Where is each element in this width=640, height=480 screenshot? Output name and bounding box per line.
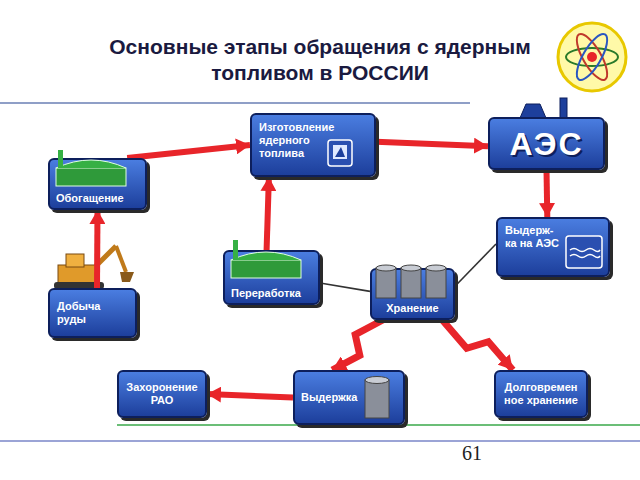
rule-line xyxy=(0,102,470,104)
box-label: Обогащение xyxy=(56,192,139,205)
flow-arrow xyxy=(207,394,293,398)
excavator-illustration xyxy=(54,246,134,289)
flow-arrow xyxy=(94,210,101,288)
process-box: Изготовление ядерного топлива xyxy=(250,113,376,177)
box-label: АЭС xyxy=(494,126,599,162)
flow-arrow xyxy=(127,145,250,158)
flow-arrow xyxy=(544,170,551,217)
flow-arrow xyxy=(267,177,269,250)
box-label: Долговремен ное хранение xyxy=(501,381,581,407)
process-box: Выдержка xyxy=(293,370,405,425)
box-label: Захоронение РАО xyxy=(124,381,200,407)
box-label: Выдерж- ка на АЭС xyxy=(505,224,560,250)
diagram-title: Основные этапы обращения с ядерным топли… xyxy=(90,34,550,86)
fuel-icon xyxy=(328,140,352,166)
flow-arrow xyxy=(320,283,370,291)
page-number: 61 xyxy=(462,442,482,465)
box-label: Хранение xyxy=(376,302,449,315)
process-box: Хранение xyxy=(370,268,455,320)
process-box: Добыча руды xyxy=(48,288,137,338)
box-label: Изготовление ядерного топлива xyxy=(259,121,338,160)
process-box: АЭС xyxy=(488,117,605,170)
process-box: Долговремен ное хранение xyxy=(494,370,588,418)
box-label: Выдержка xyxy=(301,391,361,404)
box-label: Переработка xyxy=(231,287,312,300)
process-box: Захоронение РАО xyxy=(117,370,207,418)
atom-logo xyxy=(558,23,626,91)
lightning-arrow xyxy=(332,320,383,370)
lightning-arrow xyxy=(442,320,513,370)
storage-cask-icon xyxy=(376,265,446,298)
process-box: Обогащение xyxy=(48,158,147,210)
flow-arrow xyxy=(376,142,488,146)
plant-building-icon xyxy=(56,150,301,278)
process-box: Переработка xyxy=(223,250,320,305)
cask-icon xyxy=(365,377,389,419)
flow-arrow xyxy=(455,244,496,286)
rule-line xyxy=(0,440,640,442)
process-box: Выдерж- ка на АЭС xyxy=(496,217,610,277)
box-label: Добыча руды xyxy=(57,300,128,326)
pool-icon xyxy=(566,236,602,268)
